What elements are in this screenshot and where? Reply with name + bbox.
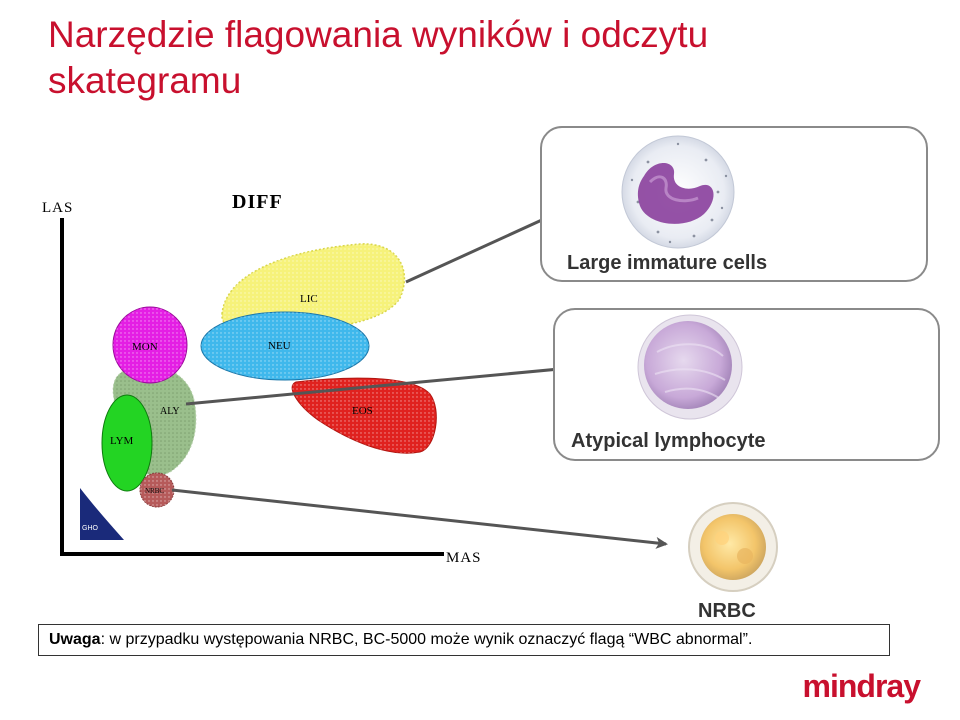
note-text: : w przypadku występowania NRBC, BC-5000…	[100, 631, 753, 648]
scattergram-title: DIFF	[232, 191, 283, 213]
x-axis-label: MAS	[446, 550, 482, 566]
aly-callout-box: Atypical lymphocyte	[553, 308, 940, 461]
gho-label: GHO	[82, 525, 99, 532]
y-axis-label: LAS	[42, 200, 73, 216]
note-box: Uwaga: w przypadku występowania NRBC, BC…	[38, 624, 890, 656]
lic-cell-image	[621, 135, 735, 249]
nrbc-region-label: NRBC	[145, 487, 164, 495]
mindray-logo: mindray	[802, 668, 921, 704]
nrbc-callout-label: NRBC	[698, 600, 756, 622]
lym-region	[101, 394, 153, 492]
nrbc-arrow	[171, 488, 668, 549]
mon-label: MON	[132, 341, 158, 353]
aly-label: ALY	[160, 406, 180, 417]
gho-region	[80, 488, 124, 540]
lym-label: LYM	[110, 435, 134, 447]
aly-callout-label: Atypical lymphocyte	[571, 430, 766, 452]
lic-callout-box: Large immature cells	[540, 126, 928, 282]
nrbc-cell-image	[688, 502, 778, 592]
lic-callout-label: Large immature cells	[567, 252, 768, 274]
note-prefix: Uwaga	[49, 631, 101, 648]
aly-cell-image	[637, 314, 743, 420]
neu-label: NEU	[268, 340, 291, 352]
eos-label: EOS	[352, 405, 373, 417]
lic-label: LIC	[300, 293, 318, 305]
page-title: Narzędzie flagowania wyników i odczytu s…	[48, 14, 709, 101]
